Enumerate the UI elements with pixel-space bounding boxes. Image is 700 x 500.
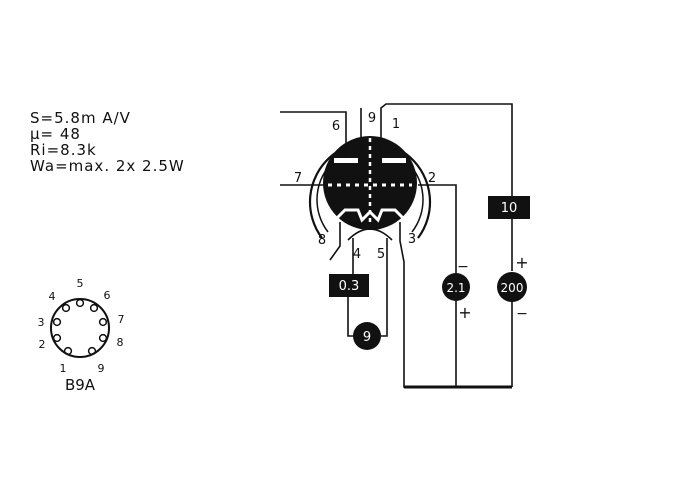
base-hole-6	[89, 303, 99, 313]
base-hole-2	[52, 333, 62, 343]
base-hole-8	[98, 333, 108, 343]
filament-current-box: 0.3	[329, 274, 369, 297]
lead-pin-2-grid	[418, 184, 457, 273]
spec-internal-resistance: Ri=8.3k	[30, 141, 97, 159]
spec-amplification: µ= 48	[30, 125, 81, 143]
base-pin-label-7: 7	[118, 313, 125, 326]
base-hole-1	[63, 346, 73, 356]
anode-current-value: 10	[501, 201, 518, 216]
filament-voltage-bg	[353, 322, 381, 350]
tube-pin-label-2: 2	[428, 171, 436, 186]
grid-bias-value: 2.1	[446, 281, 465, 295]
tube-pin-label-8: 8	[318, 233, 326, 248]
tube-pin-label-5: 5	[377, 247, 385, 262]
filament-voltage-source: 9	[353, 322, 381, 350]
base-hole-9	[87, 346, 97, 356]
base-pin-label-6: 6	[104, 289, 111, 302]
base-pin-label-9: 9	[98, 362, 105, 375]
lead-pin-6	[280, 111, 347, 158]
lead-pin-5	[381, 238, 388, 337]
base-hole-5	[75, 298, 85, 308]
lead-filament-left	[347, 297, 353, 337]
grid-bias-minus: −	[457, 259, 469, 275]
heater-cathode	[330, 208, 410, 225]
base-hole-3	[52, 317, 62, 327]
grid-bias-plus: +	[458, 303, 471, 322]
lead-pin-1-anode	[380, 103, 513, 196]
anode-voltage-bg	[497, 272, 527, 302]
base-hole-7	[98, 317, 108, 327]
anode-right	[382, 158, 406, 163]
base-pin-label-2: 2	[39, 338, 46, 351]
tube-pin-label-9: 9	[368, 111, 376, 126]
anode-left	[334, 158, 358, 163]
base-pin-label-1: 1	[60, 362, 67, 375]
grid-bias-bg	[442, 273, 470, 301]
filament-current-bg	[329, 274, 369, 297]
anode-voltage-plus: +	[515, 253, 528, 272]
lead-pin-8	[329, 222, 341, 261]
spec-anode-dissipation: Wa=max. 2x 2.5W	[30, 157, 185, 175]
tube-pin-labels: 1 2 3 4 5 6 7 8 9	[294, 111, 436, 262]
tube-pin-label-6: 6	[332, 119, 340, 134]
spec-transconductance: S=5.8m A/V	[30, 109, 131, 127]
tube-pin-label-1: 1	[392, 117, 400, 132]
base-pin-label-8: 8	[117, 336, 124, 349]
anode-voltage-minus: −	[516, 306, 528, 322]
anode-current-box: 10	[488, 196, 530, 219]
base-hole-4	[61, 303, 71, 313]
anode-current-bg	[488, 196, 530, 219]
b9a-base-pinout: 1 2 3 4 5 6 7 8 9 B9A	[38, 277, 125, 394]
anode-voltage-value: 200	[501, 281, 524, 295]
filament-voltage-value: 9	[363, 330, 371, 345]
filament-current-value: 0.3	[339, 279, 360, 294]
base-pin-label-5: 5	[77, 277, 84, 290]
base-pin-label-4: 4	[49, 290, 56, 303]
electrodes	[328, 138, 412, 225]
base-pin-label-3: 3	[38, 316, 45, 329]
base-type-label: B9A	[65, 376, 96, 394]
anode-voltage-source: 200 + −	[497, 253, 529, 322]
tube-pin-label-4: 4	[353, 247, 361, 262]
tube-pin-label-7: 7	[294, 171, 302, 186]
tube-pin-label-3: 3	[408, 232, 416, 247]
grid-bias-source: 2.1 − +	[442, 259, 472, 322]
base-outline	[50, 298, 110, 358]
heater-link	[347, 228, 393, 241]
